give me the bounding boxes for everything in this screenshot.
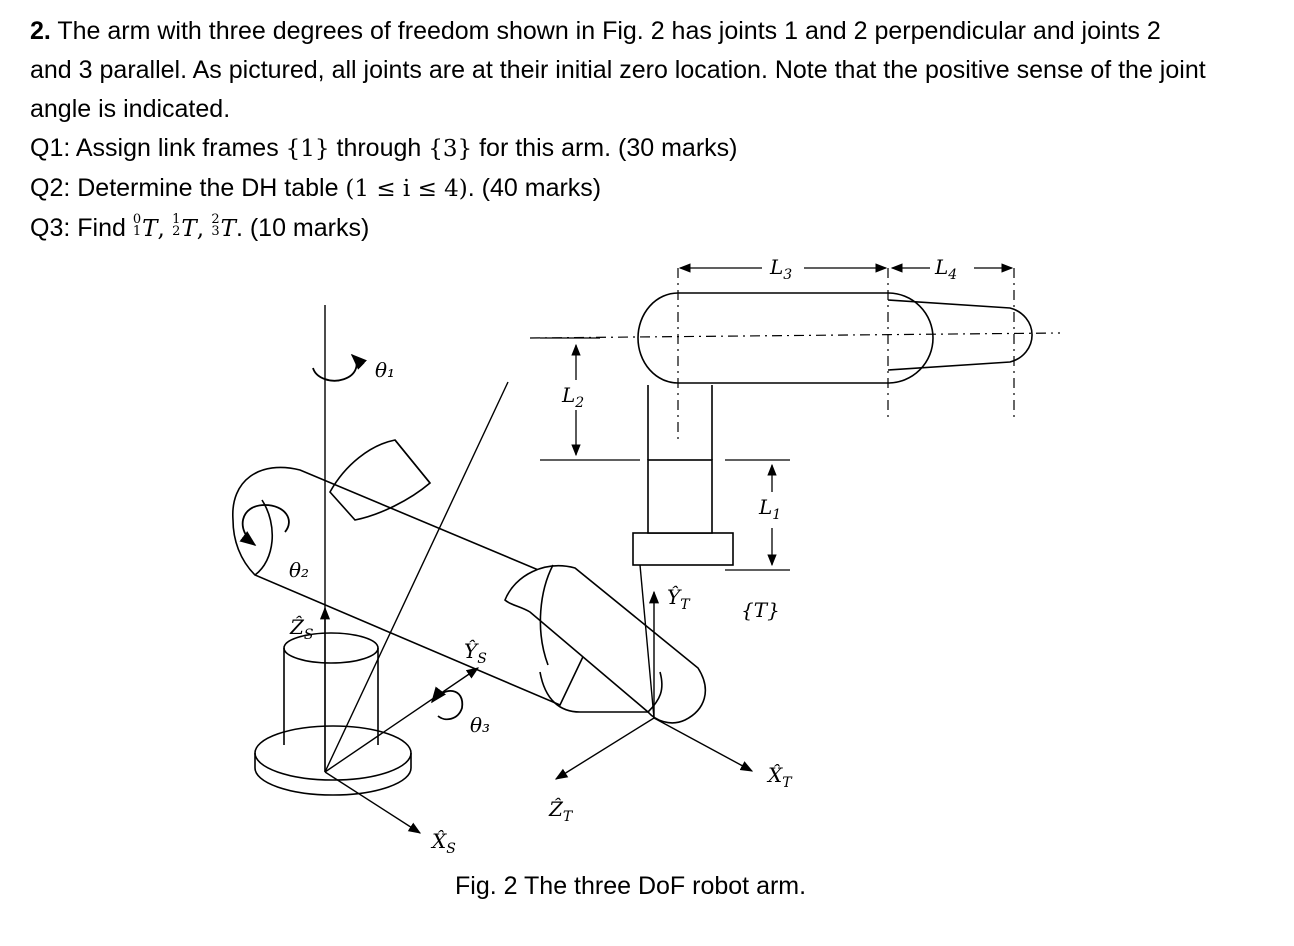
ys-label: ŶS [464, 639, 487, 667]
zt-label: ẐT [548, 797, 574, 825]
q2-range: (1 ≤ i ≤ 4) [345, 176, 468, 202]
upper-arm-link [232, 439, 612, 707]
q3-text-b: . (10 marks) [235, 214, 370, 242]
statement-line-1: 2. The arm with three degrees of freedom… [30, 12, 1270, 51]
frame-1-label: {1} [285, 136, 330, 162]
tool-frame-axes [554, 564, 754, 780]
transform-01-sub: 1 [132, 224, 142, 240]
base-plate [254, 725, 412, 796]
frame-3-label: {3} [428, 136, 473, 162]
base-column [283, 632, 379, 745]
tool-frame-label: {T} [741, 598, 780, 622]
xt-label: X̂T [766, 763, 793, 791]
xs-label: X̂S [430, 829, 456, 857]
centerlines [529, 268, 1061, 440]
rotation-arrows [239, 353, 464, 721]
problem-number: 2. [30, 17, 51, 45]
q3-text-a: Q3: Find [30, 214, 133, 242]
transform-01-sup: 0 [132, 212, 142, 228]
statement-line-2: and 3 parallel. As pictured, all joints … [30, 56, 1206, 84]
transform-23-sub: 3 [211, 224, 220, 240]
theta2-label: θ₂ [289, 558, 309, 582]
transform-23-T: T [220, 216, 236, 242]
q2-text-b: . (40 marks) [467, 174, 602, 202]
q2-text-a: Q2: Determine the DH table [30, 174, 346, 202]
theta1-label: θ₁ [375, 358, 395, 382]
q1-text-b: through [329, 134, 429, 162]
L1-label: L1 [758, 495, 781, 523]
q1-text-a: Q1: Assign link frames [30, 134, 286, 162]
transform-23-sup: 2 [211, 212, 220, 228]
transform-01-T: T [142, 216, 158, 242]
statement-line-3: angle is indicated. [30, 95, 231, 123]
statement-text-1: The arm with three degrees of freedom sh… [50, 17, 1161, 45]
question-1: Q1: Assign link frames {1} through {3} f… [30, 129, 1270, 169]
q1-text-c: for this arm. (30 marks) [472, 134, 738, 162]
tool-flange [632, 385, 734, 566]
figure-caption: Fig. 2 The three DoF robot arm. [455, 872, 807, 900]
problem-text: 2. The arm with three degrees of freedom… [30, 12, 1270, 249]
L3-label: L3 [769, 255, 792, 283]
forearm-link [504, 564, 707, 724]
dimension-lines [540, 263, 1014, 571]
tool-upper-link [637, 292, 1033, 384]
yt-label: ŶT [667, 585, 691, 613]
transform-12-sub: 2 [172, 224, 181, 240]
zs-label: ẐS [289, 615, 314, 643]
question-2: Q2: Determine the DH table (1 ≤ i ≤ 4). … [30, 169, 1270, 209]
L4-label: L4 [934, 255, 957, 283]
transform-12-T: T [181, 216, 197, 242]
L2-label: L2 [561, 383, 584, 411]
transform-12-sup: 1 [172, 212, 181, 228]
station-frame-axes [319, 305, 509, 834]
theta3-label: θ₃ [470, 713, 490, 737]
